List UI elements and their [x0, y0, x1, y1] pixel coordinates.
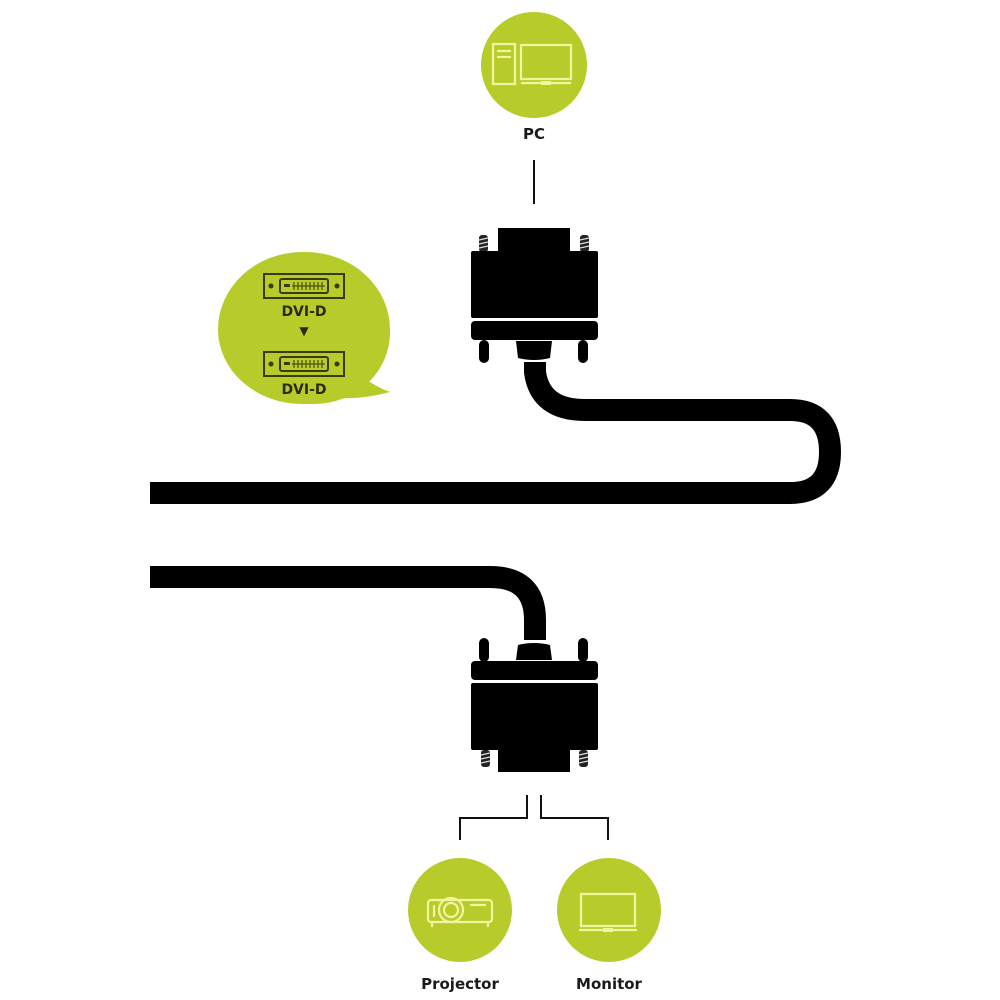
- split-bracket: [459, 795, 609, 840]
- monitor-circle: [557, 858, 661, 962]
- cable-lower: [150, 566, 546, 640]
- projector-icon: [426, 896, 494, 927]
- pc-circle: [481, 12, 587, 118]
- cable-upper: [150, 362, 842, 504]
- dvi-port-icon: [263, 273, 345, 299]
- to-connector-label: DVI-D: [281, 382, 327, 398]
- spec-bubble: DVI-D ▼ DVI-D: [218, 252, 390, 404]
- top-dvi-connector: [471, 228, 598, 363]
- dvi-port-icon: [263, 351, 345, 377]
- desktop-pc-icon: [491, 42, 573, 86]
- pc-label: PC: [522, 125, 545, 143]
- from-connector-label: DVI-D: [281, 304, 327, 320]
- arrow-down-icon: ▼: [299, 324, 309, 338]
- bottom-dvi-connector: [471, 638, 598, 772]
- monitor-label: Monitor: [576, 975, 642, 993]
- projector-label: Projector: [421, 975, 499, 993]
- monitor-icon: [579, 892, 637, 932]
- projector-circle: [408, 858, 512, 962]
